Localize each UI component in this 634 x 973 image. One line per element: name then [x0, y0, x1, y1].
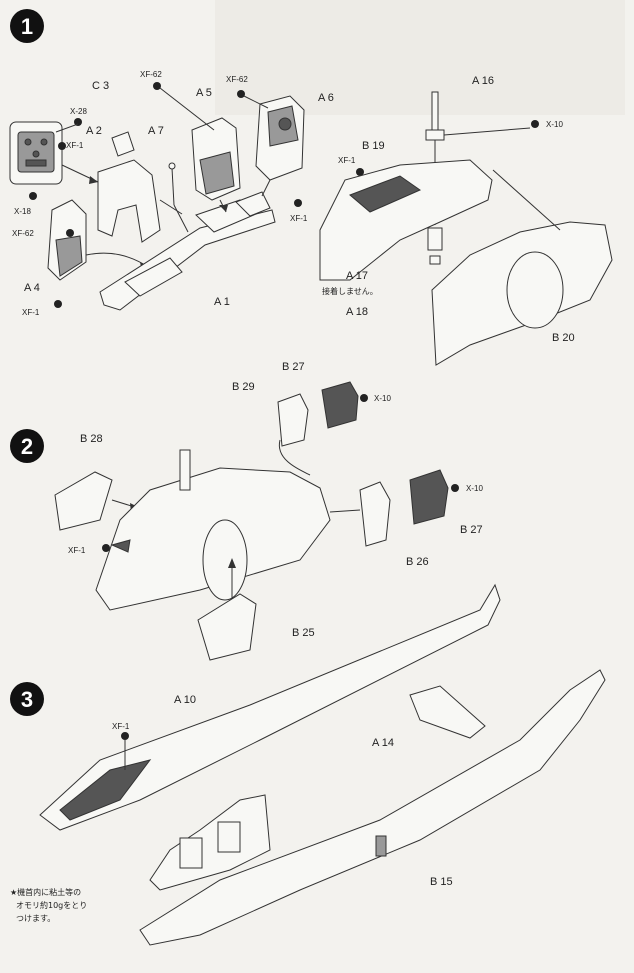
step-3: 3 XF-1 A 10 A 14 B 15 ★機首内に粘土等の オモリ約10gを… [10, 583, 606, 946]
note-line: つけます。 [16, 914, 55, 923]
part-label-a16: A 16 [472, 75, 494, 87]
cockpit-floor-a1 [99, 191, 276, 311]
background-bleed-through [215, 0, 625, 115]
intake-b29 [277, 393, 311, 476]
bulkhead-a2 [97, 131, 183, 243]
instrument-panel-inset [9, 121, 99, 185]
part-label-b28: B 28 [80, 433, 103, 445]
part-label-c3: C 3 [92, 80, 109, 92]
note-do-not-glue: 接着しません。 [322, 286, 378, 296]
part-label-b25: B 25 [292, 627, 315, 639]
paint-code-xf1: XF-1 [22, 308, 40, 317]
step-2: 2 B 27 X-10 B 29 B 28 XF-1 [10, 361, 483, 661]
step-1-number: 1 [21, 14, 33, 39]
paint-code-xf1: XF-1 [68, 546, 86, 555]
note-line: オモリ約10gをとり [16, 900, 87, 910]
step-1: 1 [9, 9, 613, 366]
fuselage-right-b20 [431, 169, 613, 366]
part-label-b29: B 29 [232, 381, 255, 393]
paint-code-xf62: XF-62 [140, 70, 162, 79]
paint-code-x10: X-10 [374, 394, 391, 403]
part-label-a2: A 2 [86, 125, 102, 137]
step-3-number: 3 [21, 687, 33, 712]
part-label-b26: B 26 [406, 556, 429, 568]
paint-code-xf1: XF-1 [338, 156, 356, 165]
paint-code-x18: X-18 [14, 207, 31, 216]
engine-cover-b27-right [409, 469, 459, 525]
part-label-a17: A 17 [346, 270, 368, 282]
part-label-a1: A 1 [214, 296, 230, 308]
seat-a6 [255, 95, 305, 197]
intake-b26 [329, 481, 391, 547]
part-label-b19: B 19 [362, 140, 385, 152]
part-label-b15: B 15 [430, 876, 453, 888]
part-label-a6: A 6 [318, 92, 334, 104]
stick-a7 [168, 162, 189, 233]
part-label-a18: A 18 [346, 306, 368, 318]
part-label-b20: B 20 [552, 332, 575, 344]
fuselage-half-a10 [39, 583, 501, 831]
paint-code-xf1: XF-1 [290, 214, 308, 223]
part-label-a10: A 10 [174, 694, 196, 706]
part-label-b27: B 27 [282, 361, 305, 373]
fuselage-left-b19 [319, 159, 493, 281]
seat-a5 [191, 117, 241, 213]
part-label-a14: A 14 [372, 737, 394, 749]
engine-cover-b27-top [321, 381, 368, 429]
paint-code-xf62: XF-62 [226, 75, 248, 84]
paint-code-xf1: XF-1 [66, 141, 84, 150]
step-3-badge: 3 [10, 682, 44, 716]
paint-code-xf1: XF-1 [112, 722, 130, 731]
part-label-a5: A 5 [196, 87, 212, 99]
step-2-number: 2 [21, 434, 33, 459]
paint-markers [29, 82, 539, 308]
fuselage-half-b15 [139, 669, 606, 946]
step-2-badge: 2 [10, 429, 44, 463]
nose-weight-note: ★機首内に粘土等の オモリ約10gをとり つけます。 [10, 887, 87, 923]
part-label-a4: A 4 [24, 282, 40, 294]
paint-code-xf62: XF-62 [12, 229, 34, 238]
cockpit-assembly [149, 794, 271, 891]
step-1-badge: 1 [10, 9, 44, 43]
paint-code-x10: X-10 [546, 120, 563, 129]
paint-code-x10: X-10 [466, 484, 483, 493]
wing-a14 [409, 685, 486, 739]
fuselage-assembled [95, 449, 331, 611]
paint-code-x28: X-28 [70, 107, 87, 116]
part-label-a7: A 7 [148, 125, 164, 137]
intake-b25 [197, 593, 257, 661]
part-label-b27: B 27 [460, 524, 483, 536]
note-line: ★機首内に粘土等の [10, 887, 81, 897]
